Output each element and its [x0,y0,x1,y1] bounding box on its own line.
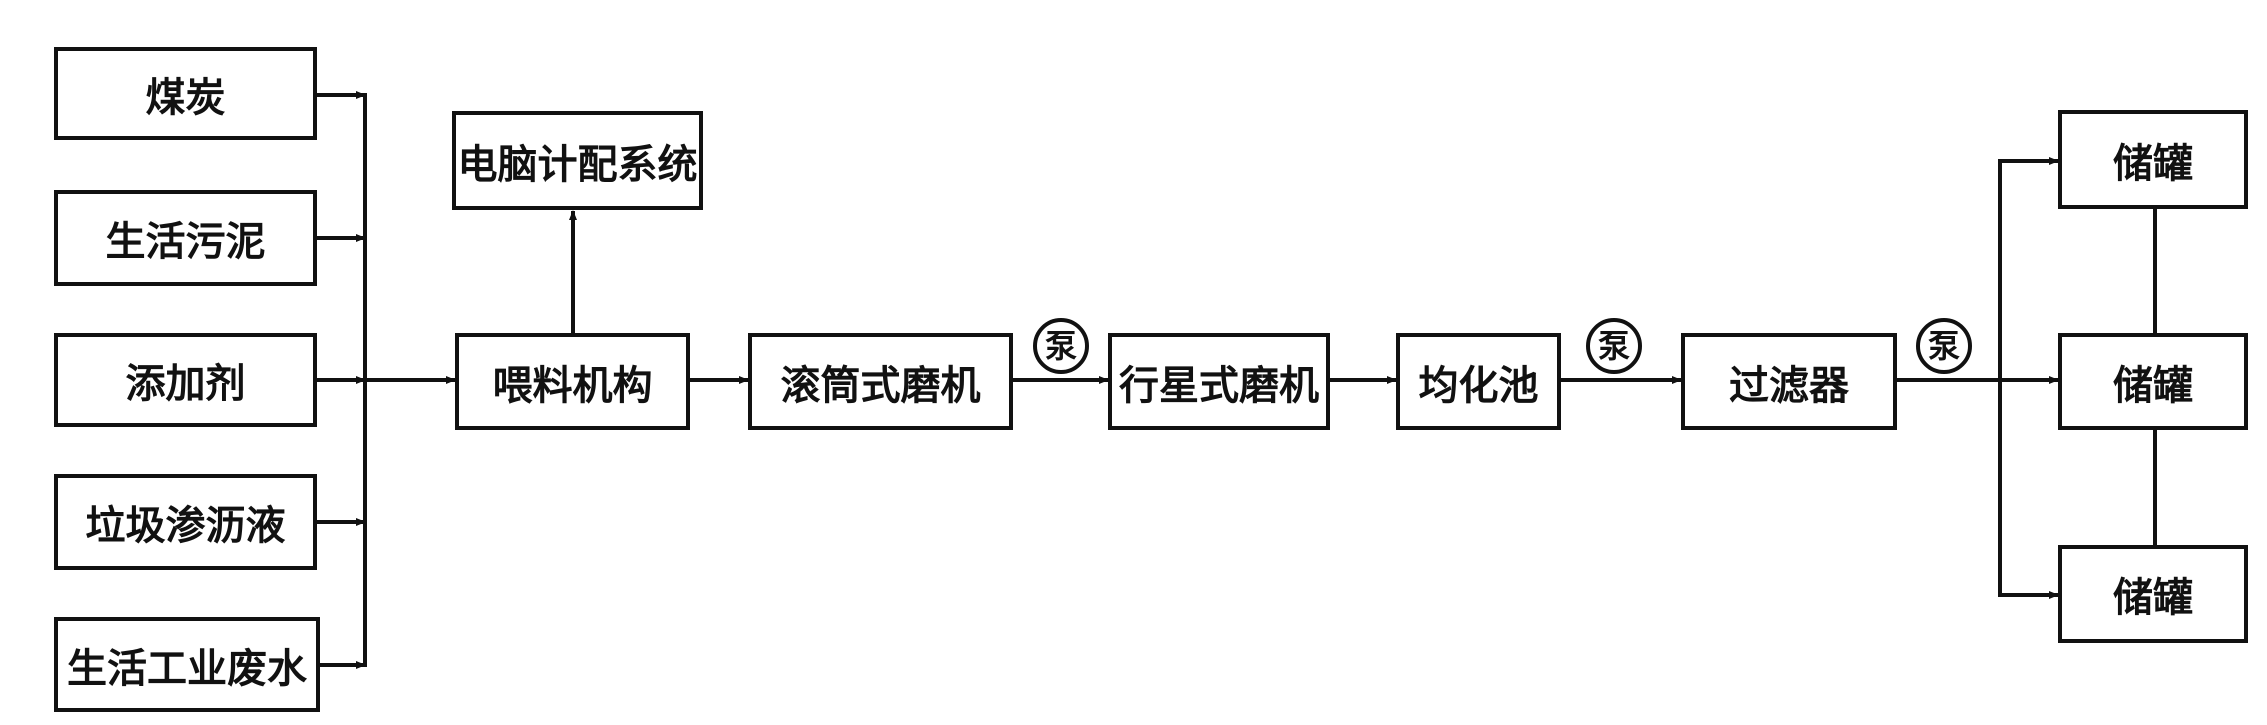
drum-mill-box: 滚筒式磨机 [748,333,1013,430]
homogenizer-box: 均化池 [1396,333,1561,430]
input-label: 添加剂 [125,361,246,407]
input-label: 垃圾渗沥液 [85,503,286,549]
tank-label: 储罐 [2113,575,2193,621]
storage-tank-middle: 储罐 [2058,333,2248,430]
planetary-mill-box: 行星式磨机 [1108,333,1330,430]
input-box-wastewater: 生活工业废水 [54,617,320,712]
tank-label: 储罐 [2113,362,2193,409]
storage-tank-top: 储罐 [2058,110,2248,209]
pump-2: 泵 [1586,318,1642,374]
process-label: 过滤器 [1729,362,1849,409]
storage-tank-bottom: 储罐 [2058,545,2248,643]
computer-label: 电脑计配系统 [457,141,698,188]
pump-icon [1916,318,1972,374]
tank-label: 储罐 [2113,140,2193,187]
process-label: 行星式磨机 [1119,362,1319,409]
input-box-sludge: 生活污泥 [54,190,317,286]
feeder-box: 喂料机构 [455,333,690,430]
process-label: 均化池 [1418,362,1539,409]
feeder-label: 喂料机构 [492,362,653,409]
input-box-additive: 添加剂 [54,333,317,427]
input-label: 生活工业废水 [67,645,307,692]
computer-dosing-system-box: 电脑计配系统 [452,111,703,210]
pump-label: 泵 [1928,327,1960,365]
input-label: 生活污泥 [105,219,266,265]
input-box-leachate: 垃圾渗沥液 [54,474,317,570]
input-box-coal: 煤炭 [54,47,317,140]
input-label: 煤炭 [145,74,226,121]
pump-label: 泵 [1598,327,1630,365]
pump-label: 泵 [1045,327,1077,365]
pump-3: 泵 [1916,318,1972,374]
pump-icon [1033,318,1089,374]
filter-box: 过滤器 [1681,333,1897,430]
pump-1: 泵 [1033,318,1089,374]
process-label: 滚筒式磨机 [780,362,981,409]
pump-icon [1586,318,1642,374]
